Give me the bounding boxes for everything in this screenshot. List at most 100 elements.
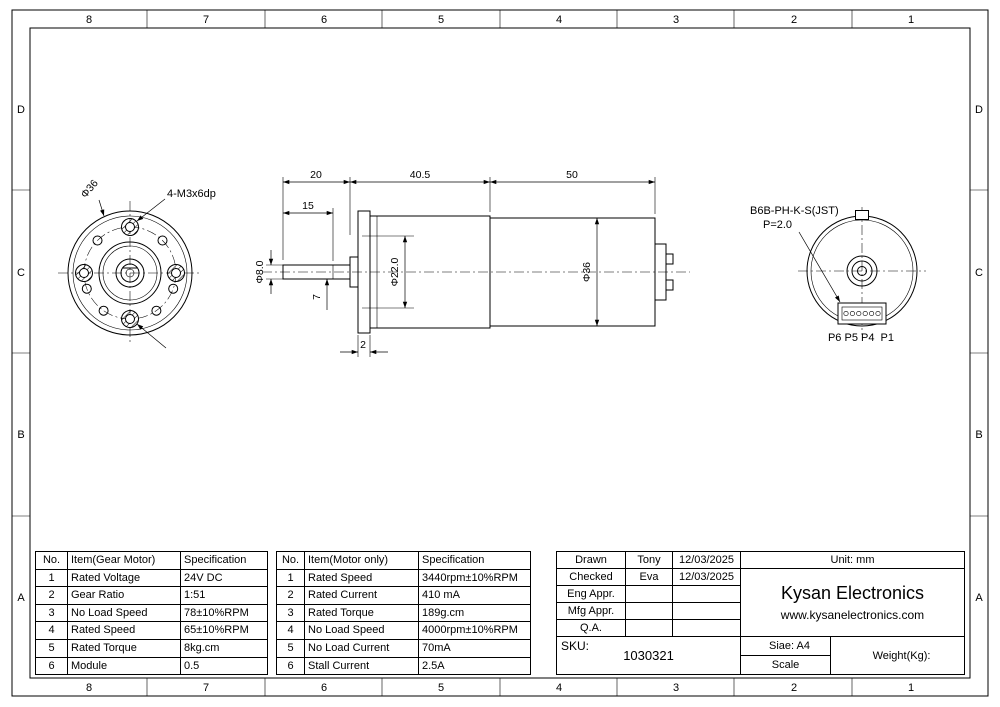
screw-hole <box>157 235 168 246</box>
grid-label: 5 <box>438 14 444 26</box>
grid-label: 1 <box>908 682 914 694</box>
cell: 4 <box>35 621 68 640</box>
screw-hole <box>168 283 179 294</box>
sku-label: SKU: <box>561 639 590 653</box>
grid-label: 3 <box>673 682 679 694</box>
grid-label: 4 <box>556 14 562 26</box>
scale-label: Scale <box>741 656 830 674</box>
grid-label: C <box>975 267 983 279</box>
cell: Rated Speed <box>304 568 419 588</box>
cell: 3440rpm±10%RPM <box>418 568 531 588</box>
cell: Module <box>67 656 181 676</box>
approval-date <box>673 586 740 602</box>
dim-gearbox-length: 40.5 <box>410 169 431 181</box>
cell: 4 <box>276 621 305 640</box>
grid-label: B <box>975 429 982 441</box>
company-website: www.kysanelectronics.com <box>780 608 925 622</box>
table-row: 3 No Load Speed 78±10%RPM <box>35 603 268 623</box>
table-row: 5 No Load Current 70mA <box>276 638 531 658</box>
cell: 2.5A <box>418 656 531 676</box>
screw-hole <box>98 305 109 316</box>
cell: 24V DC <box>180 568 268 588</box>
cell: 410 mA <box>418 586 531 605</box>
approval-label: Eng Appr. <box>557 586 625 602</box>
weight-label: Weight(Kg): <box>831 637 964 674</box>
cell: 3 <box>35 603 68 623</box>
terminal-tab <box>665 279 674 291</box>
table-header-row: No. Item(Gear Motor) Specification <box>35 551 268 570</box>
cell: Rated Torque <box>304 603 419 623</box>
dim-pilot-diameter: Φ22.0 <box>389 257 401 286</box>
cell: Rated Torque <box>67 638 181 658</box>
grid-label: 6 <box>321 14 327 26</box>
dim-shaft-length: 20 <box>310 169 322 181</box>
approval-name: Tony <box>626 552 672 568</box>
approval-name: Eva <box>626 569 672 585</box>
cell: 5 <box>35 638 68 658</box>
approval-label: Drawn <box>557 552 625 568</box>
table-row: 1 Rated Speed 3440rpm±10%RPM <box>276 568 531 588</box>
cell: 1 <box>276 568 305 588</box>
approval-name <box>626 620 672 636</box>
shaft-section <box>120 263 140 283</box>
grid-label: D <box>17 104 25 116</box>
front-view: Φ36 4-M3x6dp <box>58 177 216 349</box>
mounting-hole <box>167 264 185 282</box>
connector <box>837 302 887 325</box>
grid-label: 3 <box>673 14 679 26</box>
cell: Specification <box>418 551 531 570</box>
flange-outline <box>67 210 193 336</box>
approval-name <box>626 603 672 619</box>
cell: 78±10%RPM <box>180 603 268 623</box>
front-diameter-label: Φ36 <box>79 177 101 200</box>
cell: Gear Ratio <box>67 586 181 605</box>
cell: No Load Speed <box>304 621 419 640</box>
side-view: 20 40.5 50 15 Φ8.0 Φ22.0 Φ36 7 2 <box>254 169 690 357</box>
terminal-tab <box>665 253 674 265</box>
screw-hole <box>151 305 162 316</box>
title-block: Drawn Tony 12/03/2025 Checked Eva 12/03/… <box>556 551 965 675</box>
table-row: 6 Stall Current 2.5A <box>276 656 531 676</box>
screw-hole <box>92 235 103 246</box>
cell: No. <box>276 551 305 570</box>
rear-cap <box>654 243 667 301</box>
grid-label: 8 <box>86 682 92 694</box>
cell: 6 <box>35 656 68 676</box>
cell: 3 <box>276 603 305 623</box>
table-row: 6 Module 0.5 <box>35 656 268 676</box>
cell: 65±10%RPM <box>180 621 268 640</box>
cell: 6 <box>276 656 305 676</box>
grid-label: A <box>975 592 983 604</box>
table-row: 3 Rated Torque 189g.cm <box>276 603 531 623</box>
grid-label: 8 <box>86 14 92 26</box>
cell: 1 <box>35 568 68 588</box>
approval-label: Checked <box>557 569 625 585</box>
cell: 4000rpm±10%RPM <box>418 621 531 640</box>
table-header-row: No. Item(Motor only) Specification <box>276 551 531 570</box>
cell: 1:51 <box>180 586 268 605</box>
rear-shaft-end <box>857 266 867 276</box>
cell: No Load Current <box>304 638 419 658</box>
approval-name <box>626 586 672 602</box>
sheet-frame: 8 7 6 5 4 3 2 1 8 7 6 5 4 3 2 1 D C B A … <box>11 9 989 697</box>
grid-label: 4 <box>556 682 562 694</box>
sheet-size-label: Siae: A4 <box>741 637 830 655</box>
cell: No. <box>35 551 68 570</box>
cell: 5 <box>276 638 305 658</box>
grid-label: 6 <box>321 682 327 694</box>
dim-flat-length: 15 <box>302 200 314 212</box>
dim-body-diameter: Φ36 <box>581 262 593 282</box>
approval-label: Mfg Appr. <box>557 603 625 619</box>
cell: Item(Gear Motor) <box>67 551 181 570</box>
approval-date: 12/03/2025 <box>673 552 740 568</box>
sku-value: 1030321 <box>623 648 674 663</box>
dim-flat-height: 7 <box>311 294 323 300</box>
cell: Rated Voltage <box>67 568 181 588</box>
grid-label: B <box>17 429 24 441</box>
table-row: 2 Gear Ratio 1:51 <box>35 586 268 605</box>
dim-flange-thickness: 2 <box>360 339 366 351</box>
cell: Rated Current <box>304 586 419 605</box>
company-name: Kysan Electronics <box>780 583 925 603</box>
mounting-hole <box>75 264 93 282</box>
table-row: 4 No Load Speed 4000rpm±10%RPM <box>276 621 531 640</box>
